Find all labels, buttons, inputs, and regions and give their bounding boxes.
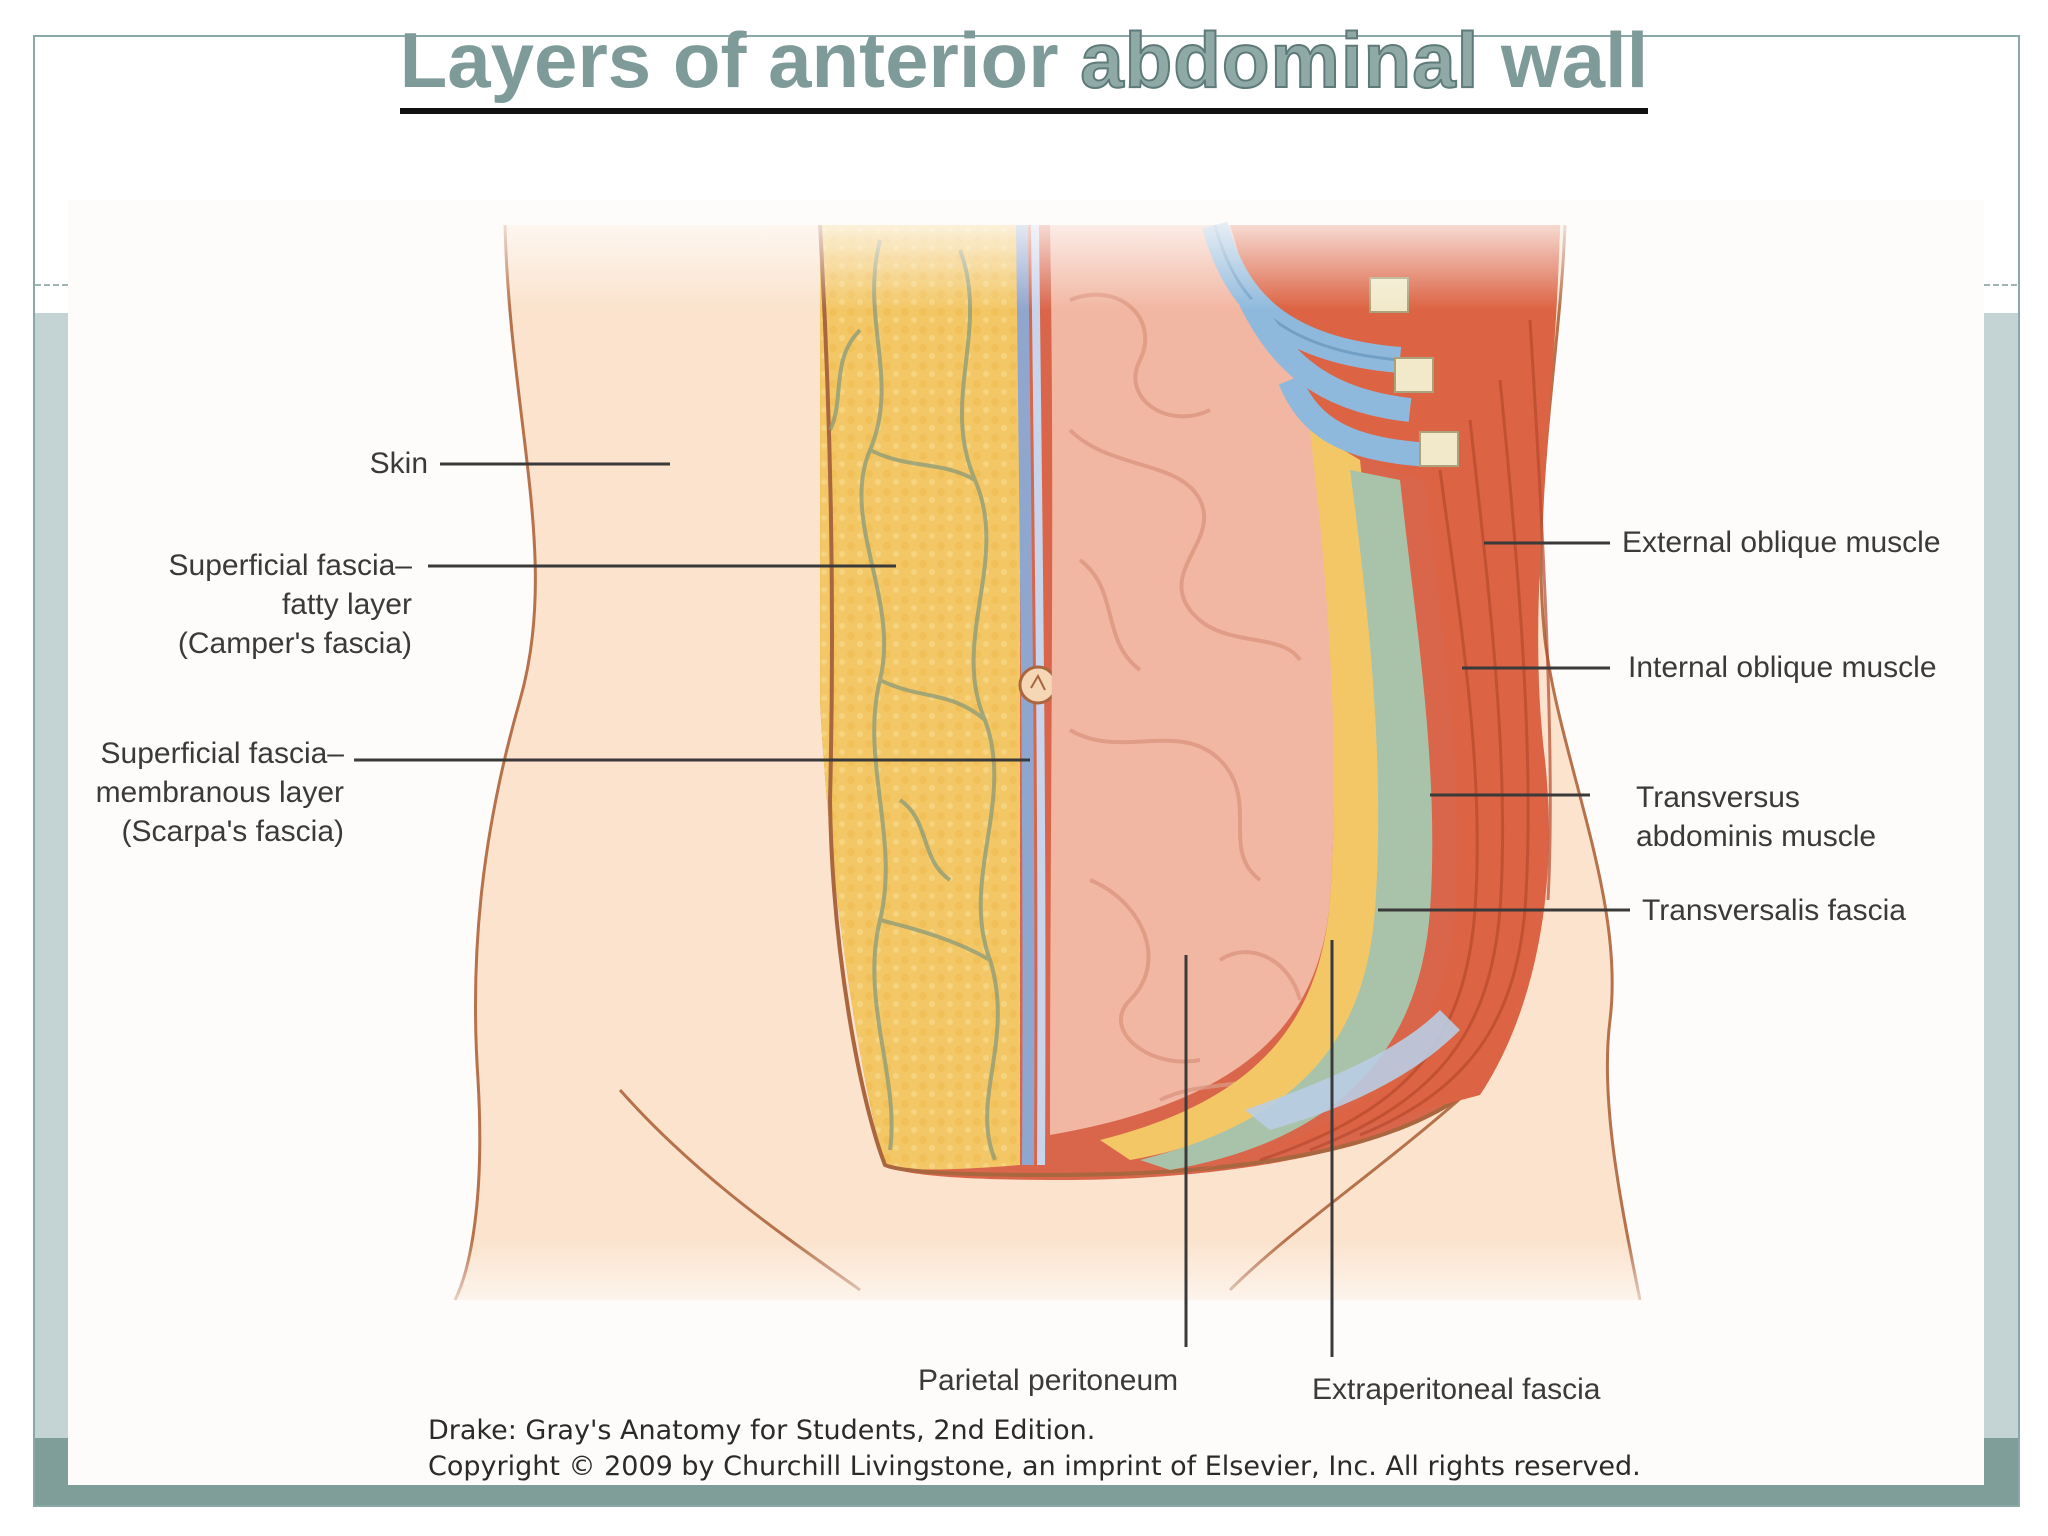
fat-vessels: [828, 239, 1000, 1161]
divider-right: [1984, 284, 2017, 286]
caption-line-1: Drake: Gray's Anatomy for Students, 2nd …: [428, 1415, 1096, 1446]
label-external-oblique: External oblique muscle: [1622, 526, 1941, 559]
intestines: [1050, 225, 1335, 1135]
transversalis-fascia-layer: [1140, 470, 1433, 1170]
slide-title: Layers of anterior abdominal wall: [0, 10, 2048, 114]
label-parietal-peritoneum: Parietal peritoneum: [918, 1364, 1179, 1397]
muscle-layers: [1180, 225, 1560, 1175]
label-transversalis: Transversalis fascia: [1642, 894, 1906, 927]
title-part-1: Layers of anterior: [399, 16, 1081, 104]
umbilicus: [1018, 665, 1058, 705]
title-emphasis: abdominal: [1079, 15, 1480, 105]
cut-window: [818, 221, 1560, 1180]
label-campers-fascia: Superficial fascia– fatty layer (Camper'…: [168, 549, 412, 660]
caption-line-2: Copyright © 2009 by Churchill Livingston…: [428, 1451, 1641, 1482]
side-band-right: [1984, 313, 2018, 1438]
label-scarpas-fascia: Superficial fascia– membranous layer (Sc…: [95, 737, 344, 848]
label-skin: Skin: [369, 447, 428, 480]
leader-lines: [354, 462, 1630, 1357]
divider-left: [35, 284, 68, 286]
figure-caption: Drake: Gray's Anatomy for Students, 2nd …: [428, 1413, 1641, 1485]
label-extraperitoneal: Extraperitoneal fascia: [1312, 1373, 1601, 1406]
title-part-3: wall: [1479, 16, 1649, 104]
label-internal-oblique: Internal oblique muscle: [1628, 651, 1937, 684]
label-transversus: Transversus abdominis muscle: [1636, 781, 1877, 853]
slide-frame: [33, 35, 2020, 1507]
side-band-left: [35, 313, 69, 1438]
